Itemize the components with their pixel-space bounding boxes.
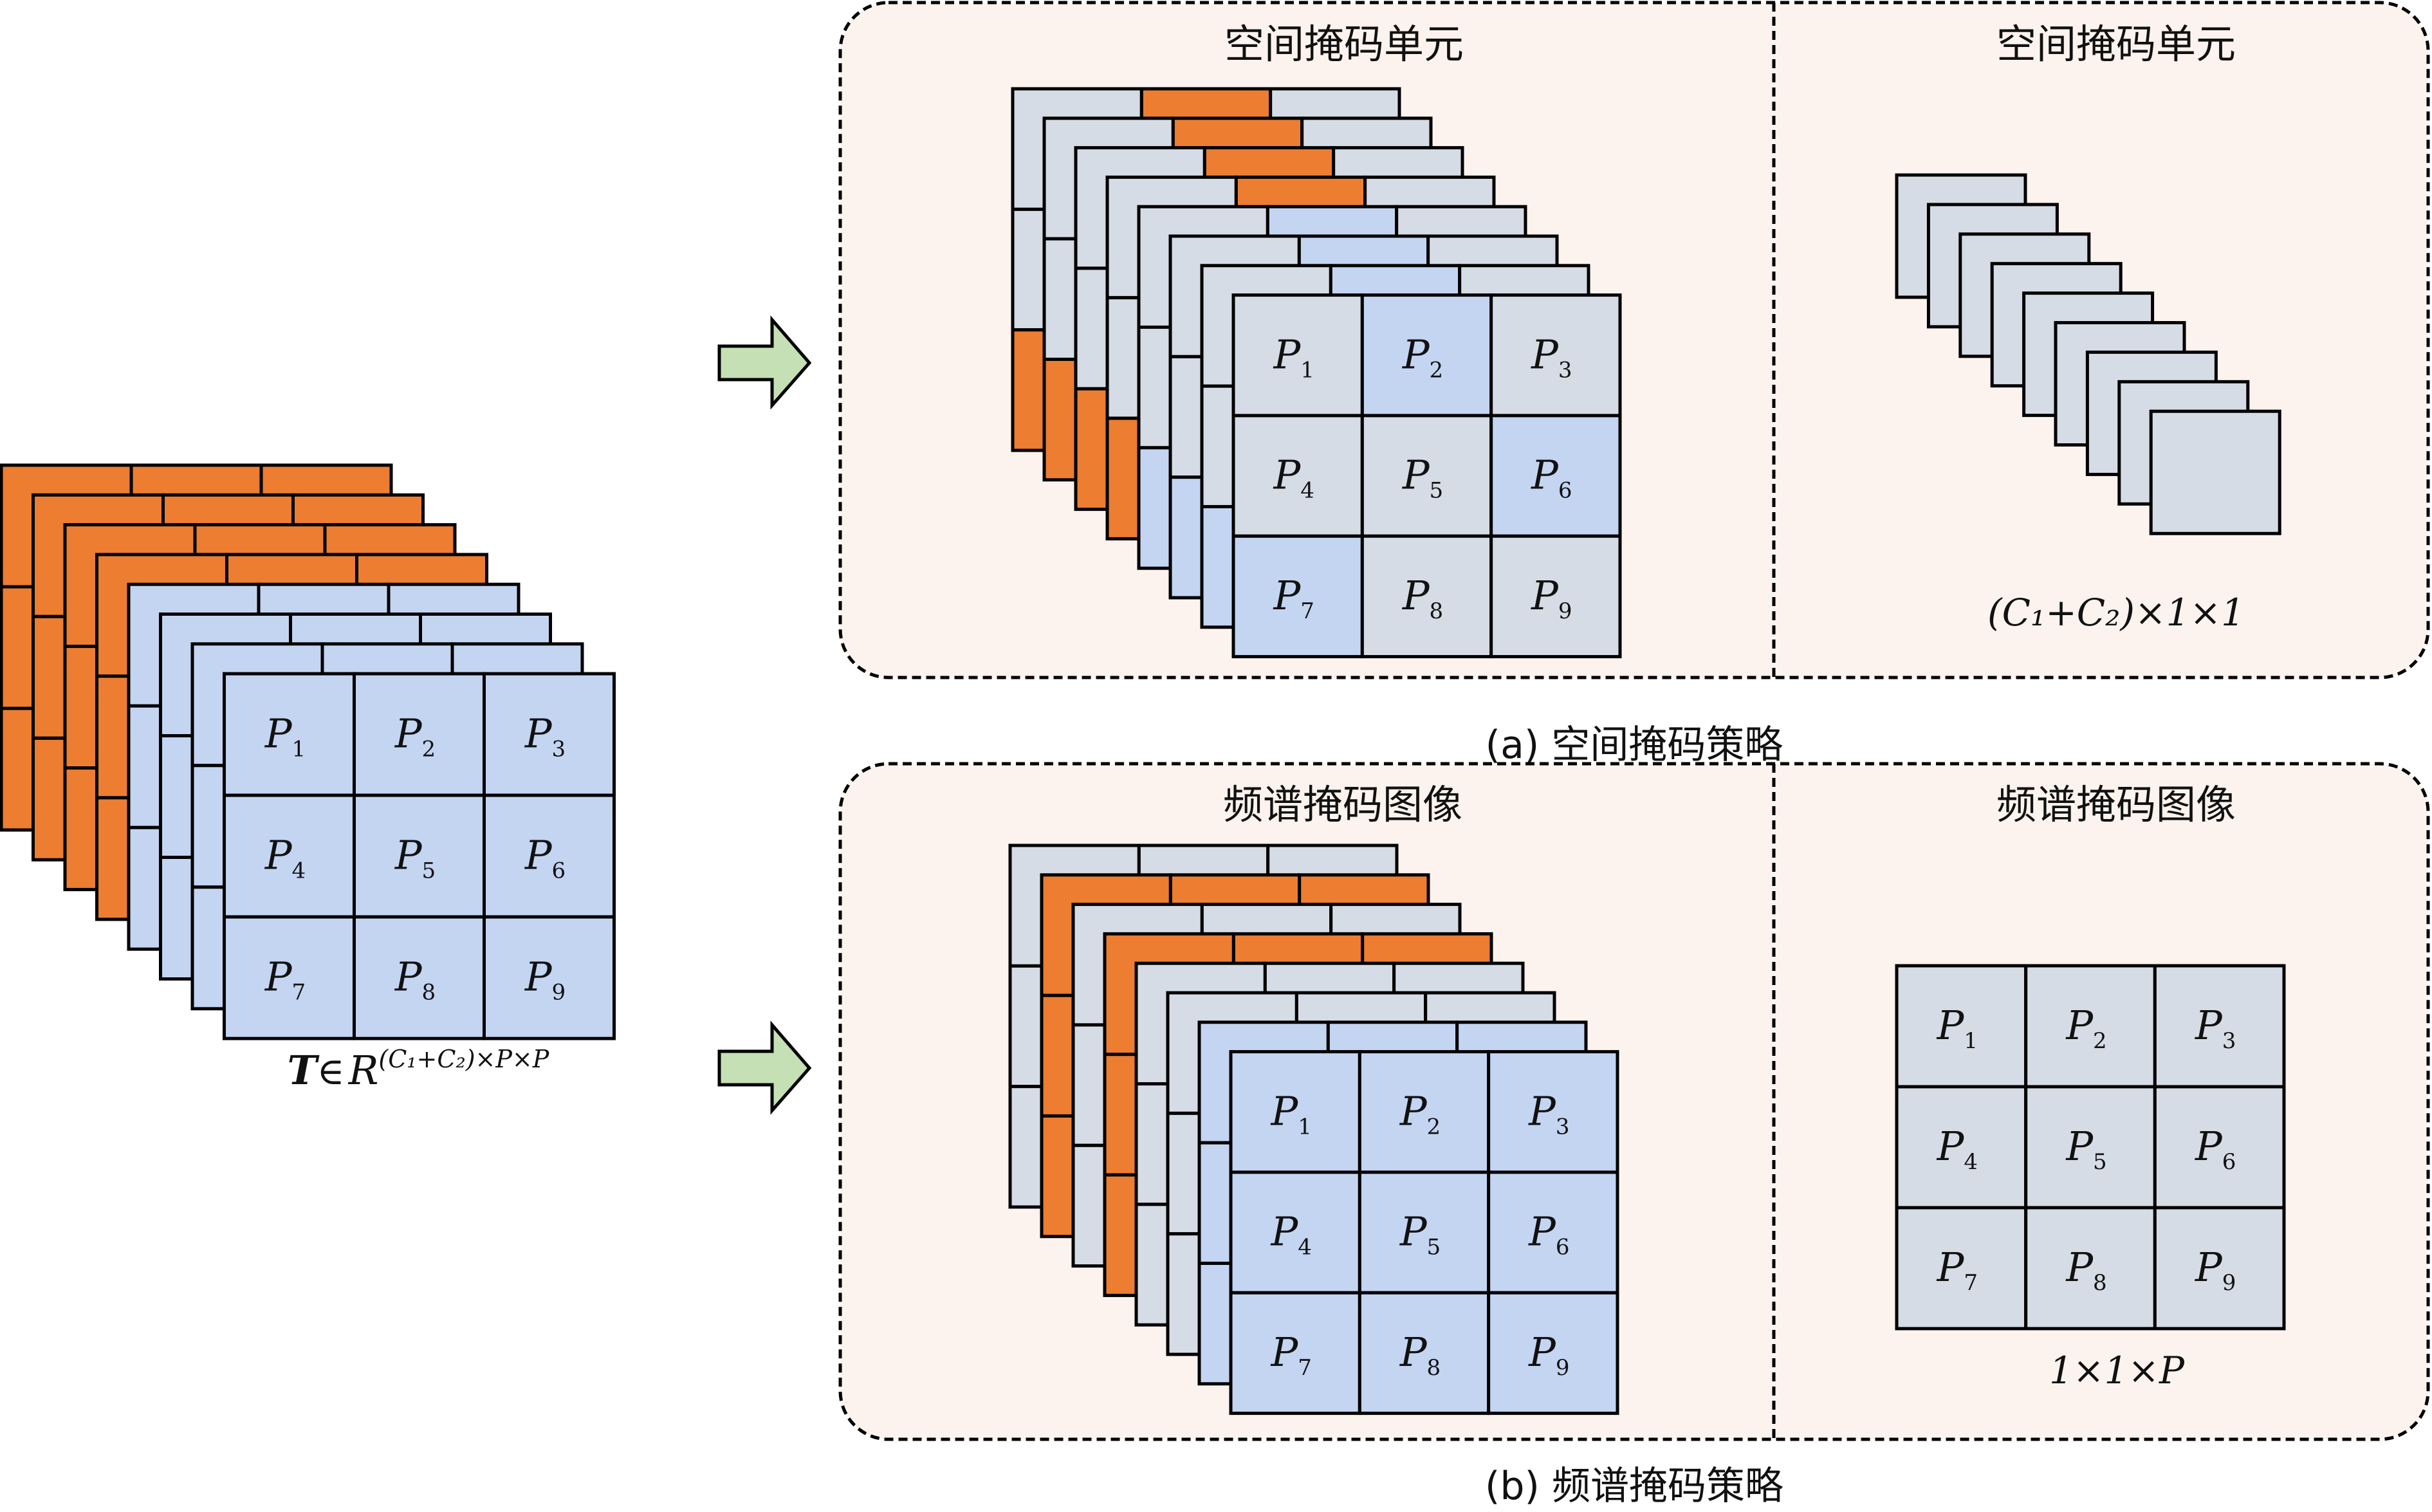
patch-cell: [2024, 1206, 2157, 1331]
spatial-unit-dims-label: (C₁+C₂)×1×1: [1987, 591, 2245, 634]
caption-spectral-strategy: (b) 频谱掩码策略: [1485, 1464, 1783, 1509]
patch-label: P9: [524, 954, 566, 1006]
patch-label: P6: [524, 832, 566, 884]
patch-cell: [483, 672, 616, 797]
patch-label: P8: [2065, 1244, 2106, 1296]
patch-label: P3: [1528, 1087, 1569, 1139]
patch-cell: [483, 915, 616, 1040]
spectral-image-dims-label: 1×1×P: [2049, 1349, 2185, 1392]
patch-label: P9: [1528, 1329, 1569, 1381]
caption-spatial-strategy: (a) 空间掩码策略: [1486, 723, 1783, 768]
patch-label: P6: [1531, 452, 1572, 504]
patch-label: P4: [1270, 1208, 1311, 1260]
patch-cell: [1487, 1291, 1619, 1415]
patch-label: P2: [1399, 1087, 1441, 1139]
patch-cell: [2024, 964, 2157, 1089]
patch-cell: [353, 672, 486, 797]
patch-label: P8: [1399, 1329, 1441, 1381]
patch-cell: [1487, 1050, 1619, 1174]
panel-spectral-left-title: 频谱掩码图像: [1223, 781, 1462, 828]
patch-label: P9: [2195, 1244, 2236, 1296]
formula-exponent: (C₁+C₂)×P×P: [378, 1045, 549, 1073]
patch-cell: [1895, 1206, 2028, 1331]
patch-label: P3: [1531, 331, 1572, 383]
patch-label: P7: [1270, 1329, 1311, 1381]
patch-label: P8: [1402, 572, 1443, 624]
patch-label: P1: [1270, 1087, 1311, 1139]
patch-cell: [1489, 414, 1622, 538]
patch-cell: [1360, 414, 1493, 538]
patch-label: P4: [1273, 452, 1314, 504]
patch-cell: [2153, 1085, 2286, 1210]
patch-label: P6: [1528, 1208, 1569, 1260]
patch-label: P6: [2195, 1123, 2236, 1175]
patch-cell: [1487, 1170, 1619, 1295]
panel-spatial-right-title: 空间掩码单元: [1996, 21, 2236, 68]
patch-label: P7: [1273, 572, 1314, 624]
patch-cell: [1229, 1170, 1361, 1295]
arrow-right-icon: [717, 1020, 812, 1115]
patch-cell: [1229, 1291, 1361, 1415]
patch-label: P1: [264, 710, 306, 762]
spatial-mask-units: [1895, 173, 2281, 535]
input-tensor-formula: T∈R(C₁+C₂)×P×P: [288, 1045, 550, 1094]
patch-label: P5: [394, 832, 436, 884]
patch-cell: [1231, 414, 1364, 538]
patch-label: P5: [2065, 1123, 2106, 1175]
patch-cell: [1895, 1085, 2028, 1210]
patch-cell: [353, 915, 486, 1040]
patch-label: P7: [1937, 1244, 1978, 1296]
formula-set: R: [348, 1047, 379, 1094]
patch-cell: [1489, 534, 1622, 659]
patch-label: P7: [264, 954, 306, 1006]
patch-cell: [2024, 1085, 2157, 1210]
patch-cell: [2153, 1206, 2286, 1331]
patch-cell: [1358, 1170, 1491, 1295]
patch-cell: [1489, 293, 1622, 418]
patch-label: P5: [1402, 452, 1443, 504]
patch-label: P9: [1531, 572, 1572, 624]
patch-label: P4: [264, 832, 306, 884]
patch-label: P2: [394, 710, 436, 762]
patch-label: P3: [524, 710, 566, 762]
formula-symbol: T: [288, 1047, 320, 1094]
patch-cell: [1231, 293, 1364, 418]
patch-label: P2: [2065, 1002, 2106, 1054]
patch-label: P3: [2195, 1002, 2236, 1054]
arrow-right-icon: [717, 315, 812, 410]
patch-label: P5: [1399, 1208, 1441, 1260]
patch-label: P2: [1402, 331, 1443, 383]
patch-label: P4: [1937, 1123, 1978, 1175]
patch-label: P8: [394, 954, 436, 1006]
patch-label: P1: [1273, 331, 1314, 383]
patch-label: P1: [1937, 1002, 1978, 1054]
formula-in: ∈: [317, 1049, 345, 1093]
panel-spatial-left-title: 空间掩码单元: [1224, 21, 1464, 68]
panel-spectral-right-title: 频谱掩码图像: [1996, 781, 2236, 828]
spatial-unit: [2149, 409, 2281, 535]
